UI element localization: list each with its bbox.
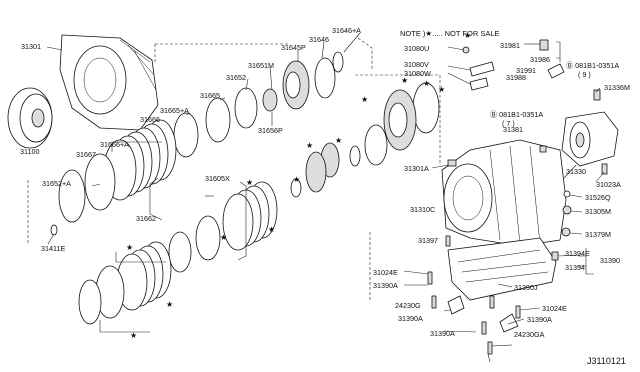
label-31666: 31666 — [140, 115, 160, 124]
label-31394e: 31394E — [565, 249, 590, 258]
label-31665: 31665 — [200, 91, 220, 100]
svg-text:★: ★ — [126, 243, 133, 252]
label-31024e-right: 31024E — [542, 304, 567, 313]
label-24230g: 24230G — [395, 301, 421, 310]
label-31986: 31986 — [530, 55, 550, 64]
label-31024e-left: 31024E — [373, 268, 398, 277]
svg-text:★: ★ — [306, 141, 313, 150]
label-31390: 31390 — [600, 256, 620, 265]
label-31080u: 31080U — [404, 44, 429, 53]
label-31652a: 31652+A — [42, 179, 71, 188]
label-31652: 31652 — [226, 73, 246, 82]
small-hardware — [427, 39, 608, 355]
label-31305m: 31305M — [585, 207, 611, 216]
converter-housing-drawing — [59, 34, 159, 131]
label-31662: 31662 — [136, 214, 156, 223]
label-31651m: 31651M — [248, 61, 274, 70]
middle-ring-row — [78, 82, 440, 325]
label-31301a: 31301A — [404, 164, 429, 173]
label-qty-7: ( 7 ) — [502, 119, 515, 128]
label-31390a-3: 31390A — [527, 315, 552, 324]
label-31379m: 31379M — [585, 230, 611, 239]
label-31310c: 31310C — [410, 205, 435, 214]
label-31988: 31988 — [506, 73, 526, 82]
svg-text:★: ★ — [401, 76, 408, 85]
label-31390a-4: 31390A — [430, 329, 455, 338]
label-24230ga: 24230GA — [514, 330, 545, 339]
label-qty-9: ( 9 ) — [578, 70, 591, 79]
svg-text:★: ★ — [220, 233, 227, 242]
label-31645p: 31645P — [281, 43, 306, 52]
svg-text:★: ★ — [130, 331, 137, 340]
label-31301: 31301 — [21, 42, 41, 51]
svg-text:★: ★ — [361, 95, 368, 104]
label-31390a-1: 31390A — [373, 281, 398, 290]
label-31394: 31394 — [565, 263, 585, 272]
oil-pan-drawing — [447, 237, 557, 301]
svg-text:★: ★ — [268, 225, 275, 234]
label-31390j: 31390J — [514, 283, 538, 292]
label-31526q: 31526Q — [585, 193, 611, 202]
svg-text:★: ★ — [438, 85, 445, 94]
label-31981: 31981 — [500, 41, 520, 50]
label-31667: 31667 — [76, 150, 96, 159]
label-31656p: 31656P — [258, 126, 283, 135]
label-31666a: 31666+A — [100, 140, 129, 149]
extension-housing-drawing — [561, 111, 619, 167]
upper-ring-row — [50, 51, 344, 236]
label-081b1-9: Ⓑ 081B1-0351A — [566, 61, 619, 70]
svg-text:★: ★ — [464, 31, 471, 40]
label-31646: 31646 — [309, 35, 329, 44]
label-31411e: 31411E — [41, 244, 65, 253]
label-31336m: 31336M — [604, 83, 630, 92]
note-not-for-sale: NOTE )★..... NOT FOR SALE — [400, 29, 500, 38]
label-31605x: 31605X — [205, 174, 230, 183]
label-31397: 31397 — [418, 236, 438, 245]
svg-text:★: ★ — [166, 300, 173, 309]
label-31023a: 31023A — [596, 180, 621, 189]
leader-lines — [46, 32, 605, 363]
label-31646a: 31646+A — [332, 26, 361, 35]
label-31991: 31991 — [516, 66, 536, 75]
label-31330: 31330 — [566, 167, 586, 176]
label-31390a-2: 31390A — [398, 314, 423, 323]
label-31665a: 31665+A — [160, 106, 189, 115]
label-081b1-7: Ⓑ 081B1-0351A — [490, 110, 543, 119]
label-31100: 31100 — [20, 147, 39, 156]
transmission-case-drawing — [441, 139, 567, 247]
not-for-sale-stars: ★ ★ ★ ★ ★ ★ ★ ★ ★ ★ ★ ★ ★ ★ — [126, 31, 471, 340]
label-31080w: 31080W — [404, 69, 431, 78]
torque-converter-drawing — [7, 87, 53, 149]
svg-text:★: ★ — [335, 136, 342, 145]
label-31381: 31381 — [503, 125, 523, 134]
part-labels: 31301 31100 31646+A 31646 31645P 31651M … — [20, 26, 630, 366]
svg-text:★: ★ — [293, 175, 300, 184]
svg-text:★: ★ — [423, 79, 430, 88]
diagram-id: J3110121 — [587, 356, 626, 366]
label-31080v: 31080V — [404, 60, 429, 69]
group-lines — [27, 37, 594, 333]
svg-text:★: ★ — [246, 178, 253, 187]
